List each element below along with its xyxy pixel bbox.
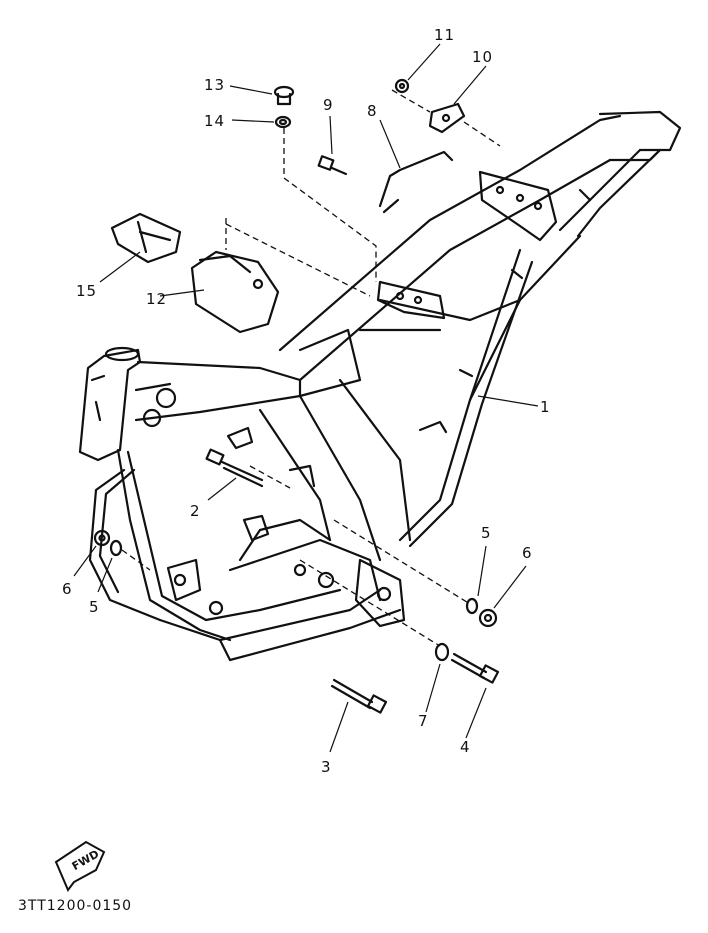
part-3-bolt xyxy=(330,678,388,714)
callout-2: 2 xyxy=(190,502,201,520)
main-frame xyxy=(78,110,682,662)
part-6-nut-right xyxy=(478,608,498,628)
part-9-bolt xyxy=(317,155,348,176)
part-2-bolt xyxy=(205,448,264,488)
callout-11: 11 xyxy=(434,26,455,44)
part-4-bolt xyxy=(450,652,500,684)
callout-12: 12 xyxy=(146,290,167,308)
part-10-clamp xyxy=(428,102,466,134)
alignment-lines xyxy=(121,89,501,647)
part-7-washer xyxy=(434,642,450,662)
part-12-cover xyxy=(190,250,280,334)
part-14-washer xyxy=(274,115,292,129)
part-5-washer-left xyxy=(109,539,123,557)
part-6-nut-left xyxy=(93,529,111,547)
part-8-bracket xyxy=(378,150,454,214)
part-13-screw xyxy=(273,85,295,106)
callout-5-right: 5 xyxy=(481,524,492,542)
part-11-nut xyxy=(394,78,410,94)
callout-5-left: 5 xyxy=(89,598,100,616)
callout-3: 3 xyxy=(321,758,332,776)
leader-lines xyxy=(73,43,539,753)
callout-10: 10 xyxy=(472,48,493,66)
callout-13: 13 xyxy=(204,76,225,94)
diagram-code: 3TT1200-0150 xyxy=(18,898,133,914)
callout-numbers: 1 2 3 4 5 6 7 8 9 10 11 12 13 14 15 6 5 xyxy=(62,26,551,776)
callout-14: 14 xyxy=(204,112,225,130)
part-5-washer-right xyxy=(465,597,479,615)
callout-8: 8 xyxy=(367,102,378,120)
callout-1: 1 xyxy=(540,398,551,416)
part-15-pad xyxy=(110,212,182,264)
callout-9: 9 xyxy=(323,96,334,114)
fwd-arrow-icon: FWD xyxy=(54,840,106,892)
callout-15: 15 xyxy=(76,282,97,300)
callout-7: 7 xyxy=(418,712,429,730)
callout-6-right: 6 xyxy=(522,544,533,562)
callout-4: 4 xyxy=(460,738,471,756)
callout-6-left: 6 xyxy=(62,580,73,598)
